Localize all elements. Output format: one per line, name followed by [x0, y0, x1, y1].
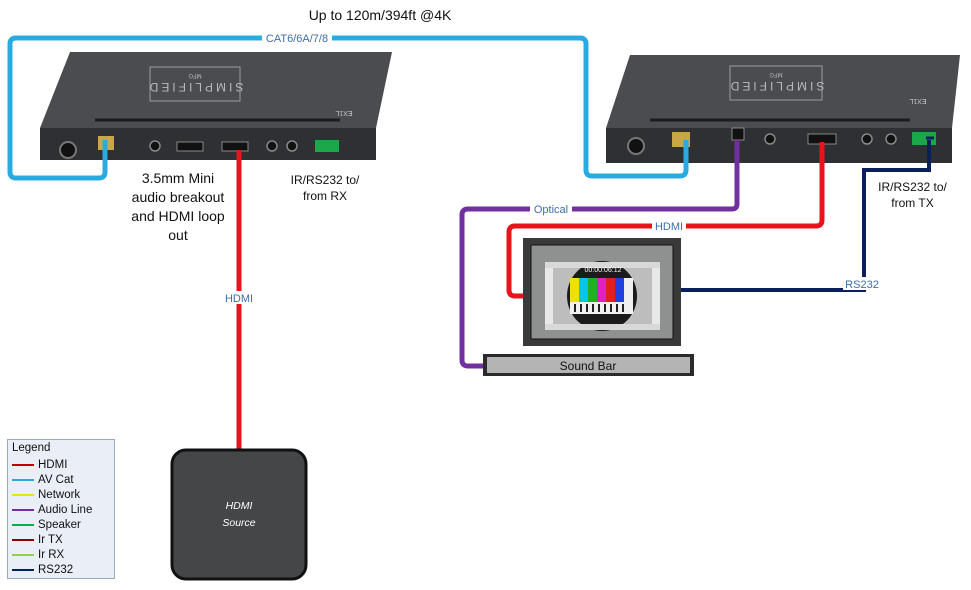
rs232-terminal-icon [315, 140, 339, 152]
legend-swatch [12, 568, 34, 571]
transmitter-breakout-note: 3.5mm Mini audio breakout and HDMI loop … [131, 170, 225, 243]
source-label-line2: Source [222, 517, 255, 529]
audio-jack-icon [149, 140, 161, 152]
receiver-brand-sub: MFG [769, 71, 783, 77]
transmitter-ir-note: IR/RS232 to/ from RX [290, 173, 360, 203]
receiver-device: SIMPLIFIED MFG EX1L [606, 55, 960, 163]
soundbar-label: Sound Bar [560, 359, 617, 373]
soundbar: Sound Bar [483, 354, 694, 376]
hdmi-source-cable-label: HDMI [225, 293, 253, 305]
display-timecode: 00:00:06:12 [585, 267, 622, 274]
power-jack-icon [59, 141, 77, 159]
source-label-line1: HDMI [226, 500, 253, 512]
legend-item: AV Cat [12, 472, 74, 487]
legend-item: RS232 [12, 562, 73, 577]
receiver-brand: SIMPLIFIED [728, 79, 825, 93]
hdmi-out-port-icon [176, 141, 204, 152]
power-jack-icon [627, 137, 645, 155]
audio-jack-icon [764, 133, 776, 145]
legend-swatch [12, 553, 34, 556]
transmitter-device: SIMPLIFIED MFG EX1L [40, 52, 392, 160]
ir-in-jack-icon [266, 140, 278, 152]
legend-swatch [12, 478, 34, 481]
ir-in-jack-icon [861, 133, 873, 145]
distance-title: Up to 120m/394ft @4K [308, 7, 452, 23]
transmitter-model: EX1L [335, 109, 352, 116]
legend-item: Speaker [12, 517, 81, 532]
optical-cable-label: Optical [534, 204, 568, 216]
legend-swatch [12, 463, 34, 466]
legend-swatch [12, 538, 34, 541]
display-monitor: 00:00:06:12 [523, 238, 681, 346]
transmitter-brand-sub: MFG [188, 72, 202, 78]
hdmi-display-cable-label: HDMI [655, 221, 683, 233]
receiver-model: EX1L [909, 97, 926, 104]
legend: Legend HDMI AV Cat Network Audio Line Sp… [7, 439, 115, 579]
legend-item: Ir RX [12, 547, 64, 562]
ir-out-jack-icon [885, 133, 897, 145]
hdmi-display-cable [506, 142, 825, 299]
legend-swatch [12, 493, 34, 496]
transmitter-brand: SIMPLIFIED [147, 80, 244, 94]
legend-item: Network [12, 487, 80, 502]
cat-cable-label: CAT6/6A/7/8 [266, 33, 328, 45]
ir-out-jack-icon [286, 140, 298, 152]
legend-title: Legend [12, 442, 51, 454]
hdmi-in-port-icon [221, 141, 249, 152]
legend-swatch [12, 523, 34, 526]
optical-cable [459, 140, 740, 369]
receiver-ir-note: IR/RS232 to/ from TX [878, 180, 947, 210]
legend-item: Ir TX [12, 532, 63, 547]
legend-item: Audio Line [12, 502, 92, 517]
legend-item: HDMI [12, 457, 67, 472]
rs232-cable-label: RS232 [845, 279, 879, 291]
hdmi-source-device: HDMI Source [170, 448, 308, 581]
legend-swatch [12, 508, 34, 511]
optical-port-icon [731, 127, 745, 141]
rs232-cable [675, 140, 931, 292]
